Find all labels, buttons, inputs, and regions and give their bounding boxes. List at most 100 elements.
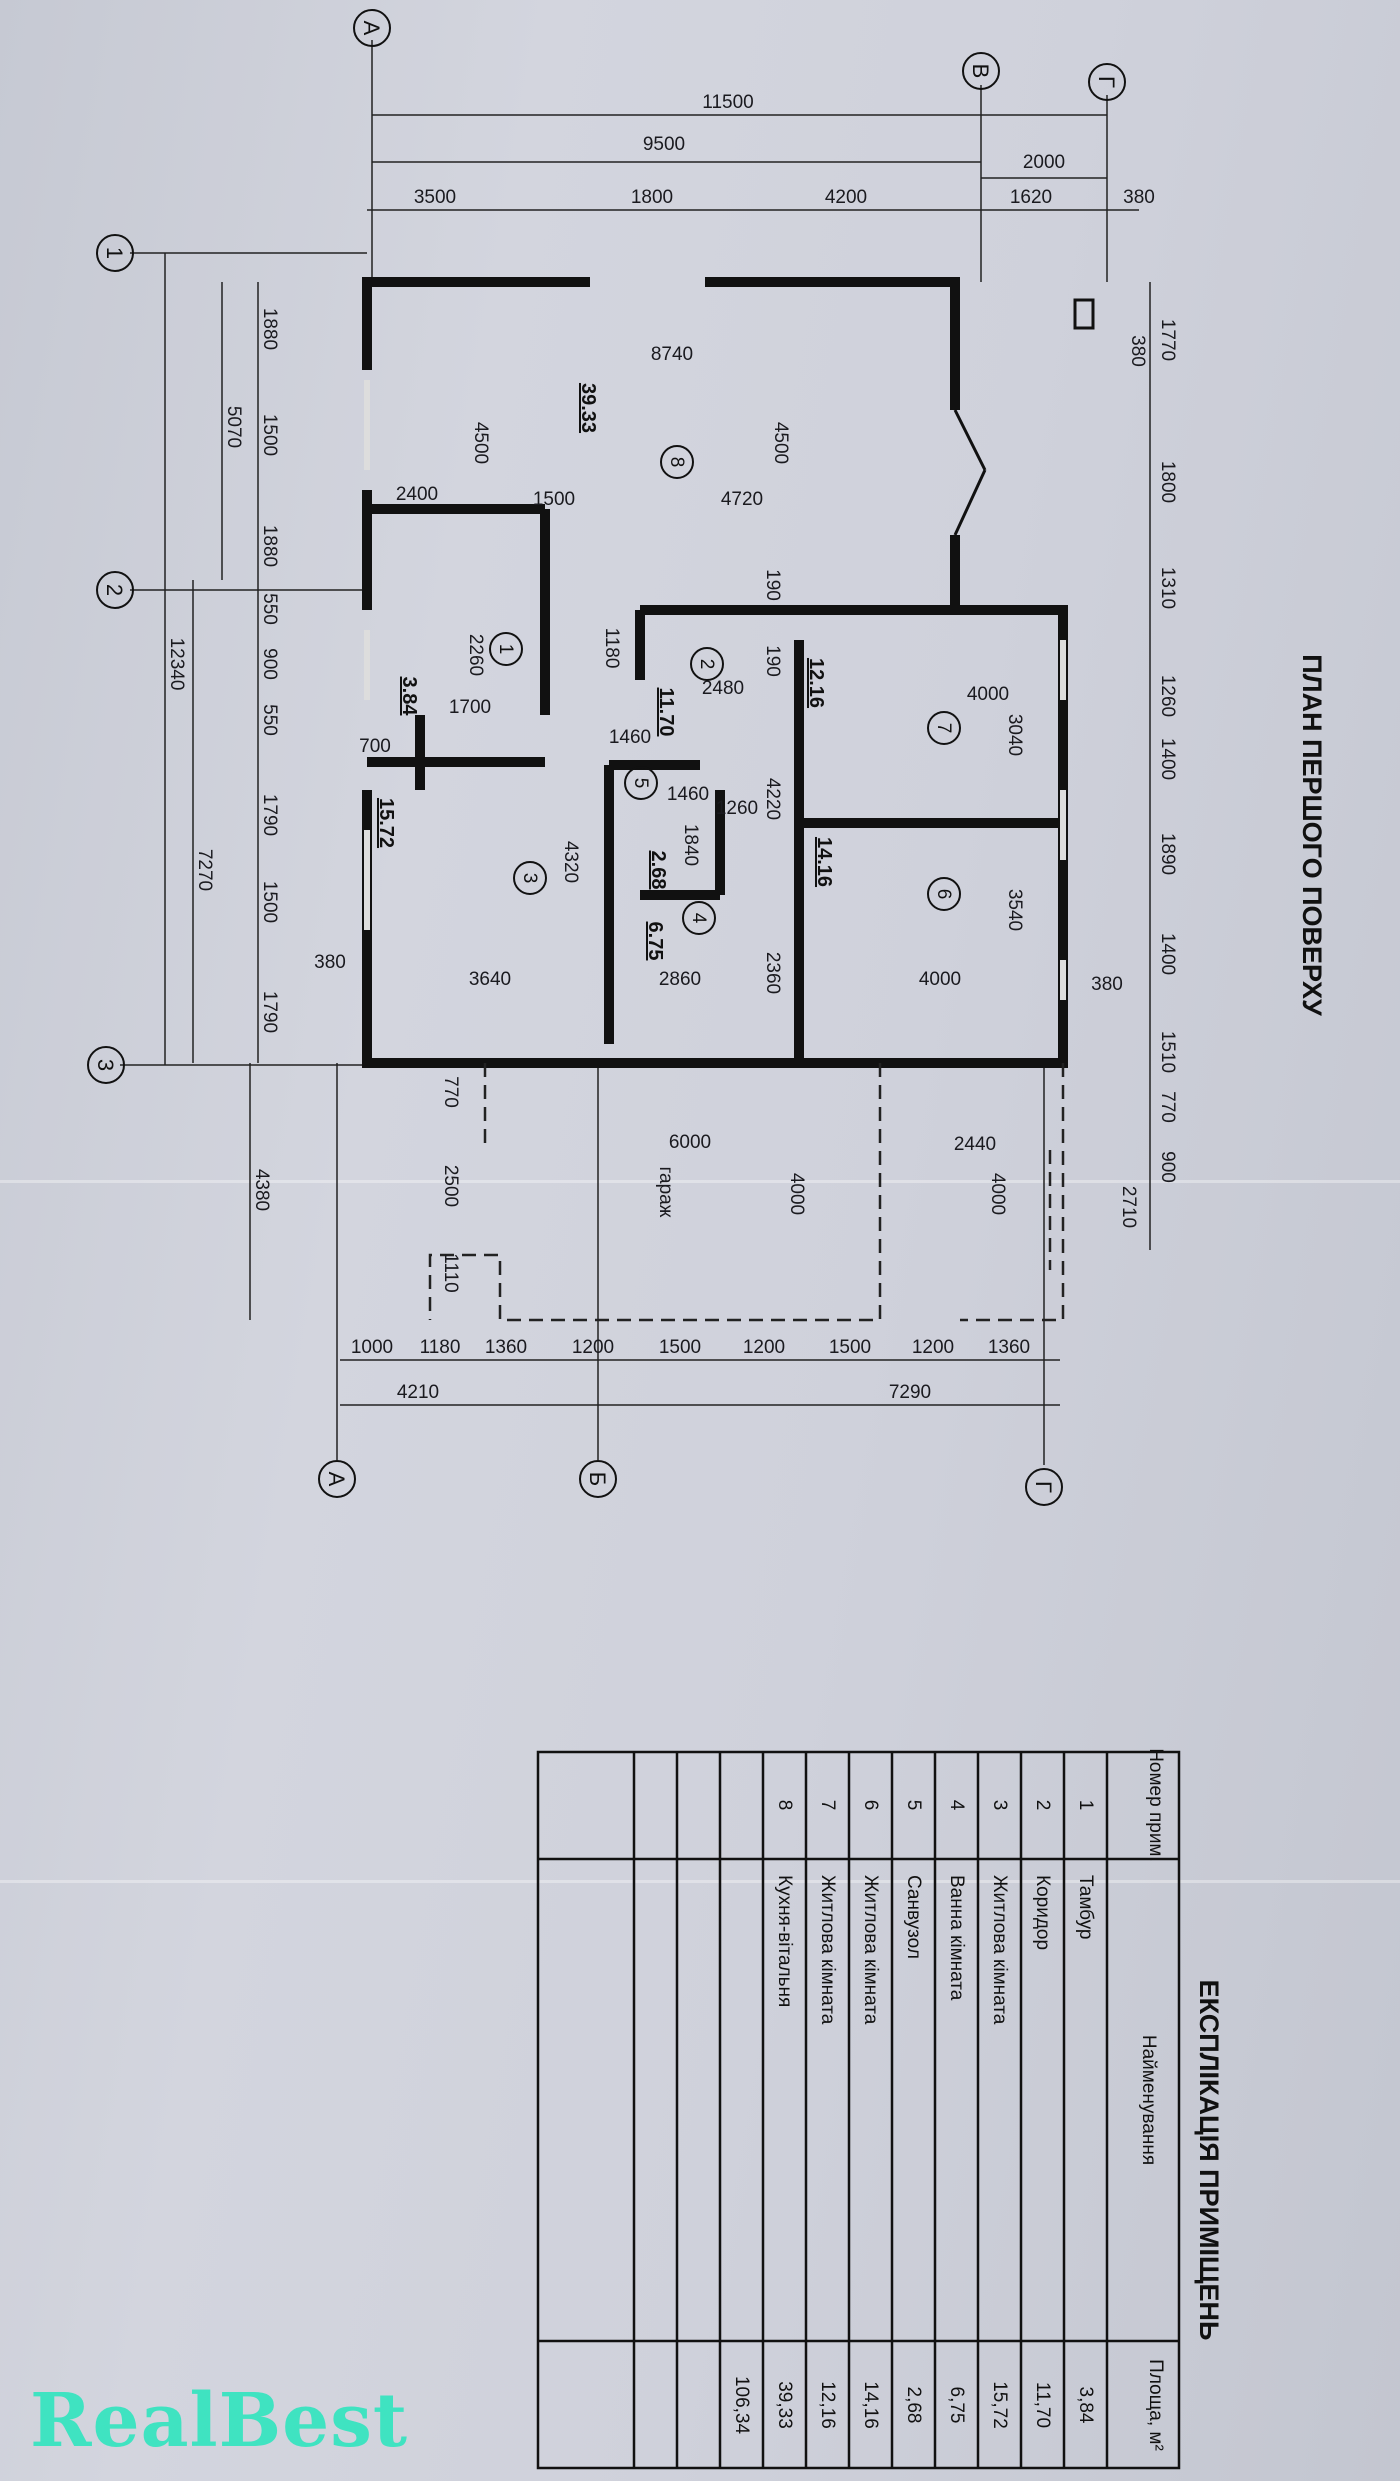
axis-label: 3: [93, 1059, 118, 1071]
plan-title: ПЛАН ПЕРШОГО ПОВЕРХУ: [1297, 654, 1327, 1017]
row-name: Санвузол: [903, 1875, 924, 1959]
dimension-label: 700: [359, 736, 391, 757]
axis-marker-circle: [962, 52, 1000, 90]
dimension-label: 380: [1091, 974, 1123, 995]
explication-table: [536, 1750, 1181, 2470]
dimension-label: 900: [259, 648, 280, 680]
dimension-label: 1180: [420, 1337, 461, 1358]
room-number: 7: [933, 723, 954, 734]
row-name: Житлова кімната: [860, 1875, 881, 2025]
room-number: 8: [666, 457, 687, 468]
dimension-label: 2000: [1023, 152, 1065, 173]
dimension-label: 12340: [166, 638, 187, 691]
axis-label: 2: [102, 584, 127, 596]
dimension-label: гараж: [655, 1167, 676, 1218]
dimension-label: 1880: [259, 308, 280, 350]
row-number: 2: [1032, 1800, 1053, 1811]
row-number: 5: [903, 1800, 924, 1811]
dimension-label: 770: [1157, 1091, 1178, 1123]
dimension-label: 4210: [397, 1382, 439, 1403]
dimension-label: 190: [762, 645, 783, 677]
room-area-label: 2.68: [647, 851, 669, 890]
dimension-label: 1890: [1157, 833, 1178, 875]
dimension-label: 1400: [1157, 738, 1178, 780]
dimension-label: 1260: [1157, 675, 1178, 717]
dimension-label: 3640: [469, 969, 511, 990]
room-number: 2: [696, 659, 717, 670]
row-name: Тамбур: [1075, 1875, 1096, 1940]
dimension-label: 1110: [440, 1253, 461, 1292]
total-area: 106,34: [731, 2376, 752, 2435]
room-number: 4: [688, 913, 709, 924]
row-number: 4: [946, 1800, 967, 1811]
dimension-label: 1460: [609, 727, 651, 748]
header-name: Найменування: [1138, 2035, 1159, 2165]
paper-fold: [0, 1180, 1400, 1183]
axis-label: Б: [585, 1472, 610, 1486]
axis-marker-circle: [579, 1460, 617, 1498]
dimension-label: 3500: [414, 187, 456, 208]
dimension-label: 2480: [702, 678, 744, 699]
row-number: 7: [817, 1800, 838, 1811]
room-area-label: 12.16: [805, 658, 827, 708]
dimension-label: 380: [314, 952, 346, 973]
room-number: 6: [933, 889, 954, 900]
windows-and-doors: [364, 298, 1095, 1000]
axis-marker-circle: [87, 1046, 125, 1084]
dimension-label: 1180: [601, 628, 622, 669]
realbest-watermark: RealBest: [30, 2378, 409, 2464]
dimension-label: 4320: [560, 841, 581, 883]
room-number-circle: [927, 711, 961, 745]
dimension-label: 4500: [770, 422, 791, 464]
dimension-label: 1840: [680, 824, 701, 866]
dimension-label: 1500: [259, 414, 280, 456]
dimension-label: 4200: [825, 187, 867, 208]
row-number: 8: [774, 1800, 795, 1811]
dimension-label: 1360: [485, 1337, 527, 1358]
dimension-label: 1770: [1157, 319, 1178, 361]
axis-marker-circle: [353, 9, 391, 47]
axis-label: А: [359, 21, 384, 36]
paper-fold: [0, 1880, 1400, 1883]
room-number-circle: [660, 445, 694, 479]
dimension-label: 1500: [259, 881, 280, 923]
room-area-label: 39.33: [577, 383, 599, 433]
dimension-label: 380: [1127, 335, 1148, 367]
dimension-label: 1500: [533, 489, 575, 510]
dimension-label: 770: [440, 1076, 461, 1108]
dimension-label: 1500: [659, 1337, 701, 1358]
room-area-label: 3.84: [398, 677, 420, 717]
row-number: 1: [1075, 1800, 1096, 1811]
row-number: 3: [989, 1800, 1010, 1811]
room-area-label: 15.72: [375, 798, 397, 848]
dimension-label: 3040: [1004, 714, 1025, 756]
dimension-label: 1790: [259, 794, 280, 836]
dimension-label: 1460: [667, 784, 709, 805]
row-area: 3,84: [1075, 2387, 1096, 2424]
dimension-label: 4500: [470, 422, 491, 464]
axis-marker-circle: [96, 234, 134, 272]
dimension-label: 380: [1123, 187, 1155, 208]
dimension-label: 4000: [987, 1173, 1008, 1215]
axis-label: Г: [1094, 76, 1119, 88]
dimension-label: 1880: [259, 525, 280, 567]
dimension-label: 1790: [259, 991, 280, 1033]
garage-outline: [428, 1063, 1065, 1322]
header-area: Площа, м²: [1145, 2359, 1166, 2451]
room-number-circle: [682, 901, 716, 935]
explication-title: ЕКСПЛІКАЦІЯ ПРИМІЩЕНЬ: [1194, 1980, 1224, 2341]
dimension-label: 6000: [669, 1132, 711, 1153]
axis-marker-circle: [1088, 63, 1126, 101]
dimension-label: 1360: [988, 1337, 1030, 1358]
dimension-label: 5070: [223, 406, 244, 448]
axis-label: Г: [1031, 1481, 1056, 1493]
row-name: Кухня-вітальня: [774, 1875, 795, 2007]
row-area: 2,68: [903, 2387, 924, 2424]
dimension-label: 4000: [967, 684, 1009, 705]
dimension-label: 1000: [351, 1337, 393, 1358]
dimension-label: 1200: [912, 1337, 954, 1358]
dimension-label: 1620: [1010, 187, 1052, 208]
axis-label: 1: [102, 247, 127, 259]
row-name: Ванна кімната: [946, 1875, 967, 2001]
dimension-label: 1310: [1157, 567, 1178, 609]
